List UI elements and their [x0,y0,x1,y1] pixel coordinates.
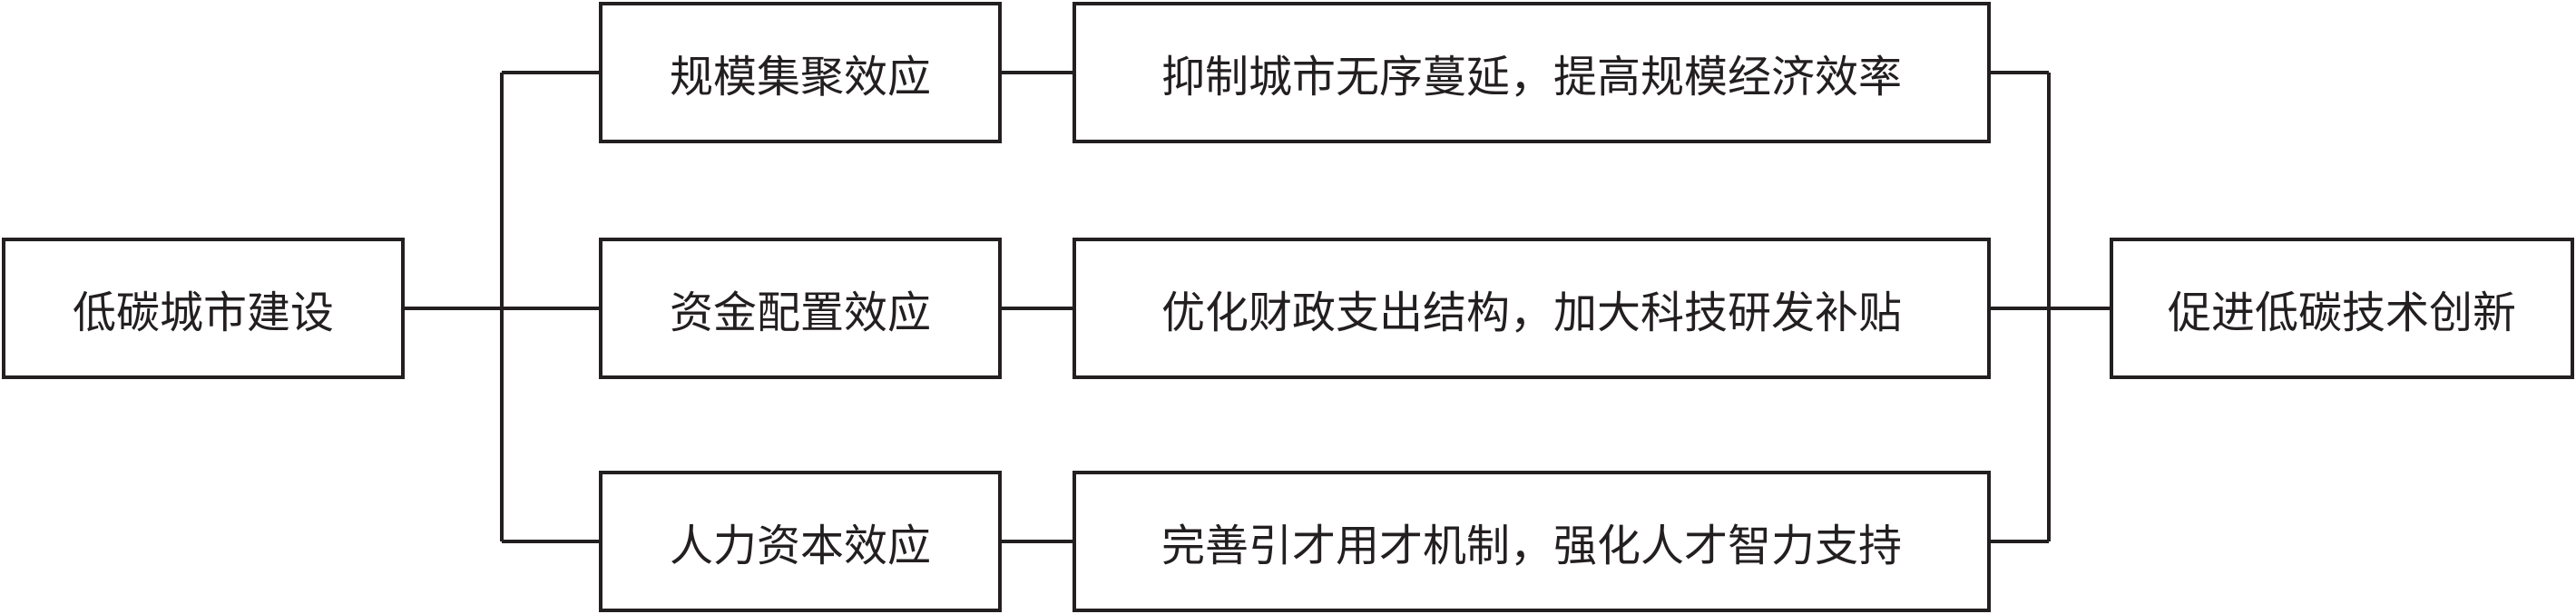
target-label: 促进低碳技术创新 [2167,288,2516,338]
mechanism-box-2: 优化财政支出结构，加大科技研发补贴 [1073,238,1991,379]
effect-box-scale-agglomeration: 规模集聚效应 [599,2,1002,143]
mechanism-label: 完善引才用才机制，强化人才智力支持 [1161,521,1902,571]
effect-label: 规模集聚效应 [669,52,931,102]
effect-label: 资金配置效应 [669,288,931,338]
mechanism-label: 抑制城市无序蔓延，提高规模经济效率 [1161,52,1902,102]
mechanism-label: 优化财政支出结构，加大科技研发补贴 [1161,288,1902,338]
effect-label: 人力资本效应 [669,521,931,571]
effect-box-human-capital: 人力资本效应 [599,471,1002,612]
mechanism-box-3: 完善引才用才机制，强化人才智力支持 [1073,471,1991,612]
source-box: 低碳城市建设 [2,238,405,379]
target-box: 促进低碳技术创新 [2110,238,2574,379]
mechanism-box-1: 抑制城市无序蔓延，提高规模经济效率 [1073,2,1991,143]
effect-box-capital-allocation: 资金配置效应 [599,238,1002,379]
source-label: 低碳城市建设 [72,288,334,338]
